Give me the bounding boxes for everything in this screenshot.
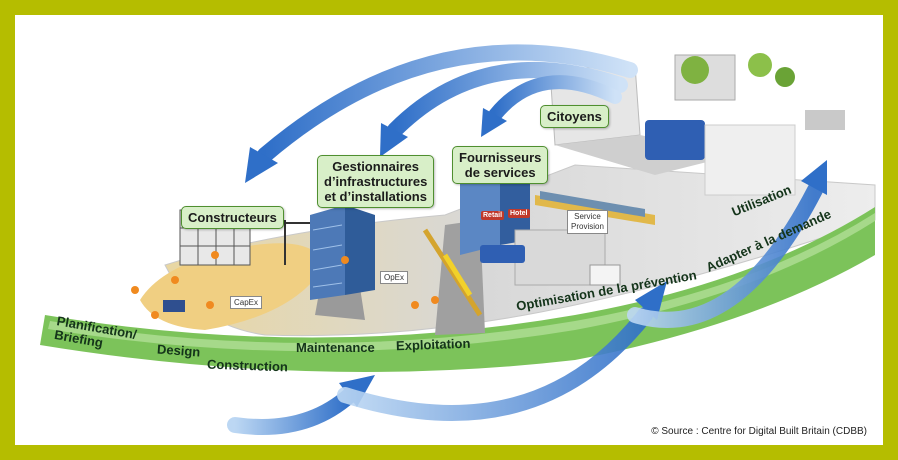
arrow-bottom-1 [227,387,358,435]
house-interior [704,124,796,196]
white-van [589,264,621,286]
label-constructeurs: Constructeurs [181,206,284,229]
arrow-head-bottom-2 [635,281,667,320]
office-tower [310,205,375,300]
train [540,191,645,217]
tag-capex: CapEx [230,296,263,309]
label-fournisseurs: Fournisseurs de services [452,146,549,184]
tree-1 [681,56,709,84]
double-decker-bus [645,120,705,160]
arrow-head-gestionnaires [380,123,408,157]
tree-2 [748,53,772,77]
phase-design: Design [156,341,201,360]
lifecycle-band [40,207,875,372]
phase-exploitation: Exploitation [395,335,471,354]
arrow-bottom-2 [337,307,653,421]
yellow-rail [442,253,473,297]
phase-maintenance: Maintenance [296,340,375,355]
arrow-head-fournisseurs [481,108,507,137]
sign-hotel: Hotel [508,209,530,218]
bench [805,110,845,130]
arrow-to-gestionnaires [387,62,628,138]
lifecycle-band-inner [48,213,875,352]
sign-retail: Retail [481,211,505,220]
workers [131,251,439,319]
tag-opex: OpEx [380,271,409,284]
infographic-panel: Constructeurs Gestionnaires d’infrastruc… [15,15,883,445]
source-credit: © Source : Centre for Digital Built Brit… [651,426,867,437]
solar-panel [163,300,185,312]
arrow-head-bottom-3 [801,160,827,195]
rail-track [422,228,483,317]
service-building [460,170,530,255]
label-citoyens: Citoyens [540,105,609,128]
lifecycle-illustration [40,44,876,435]
tree-3 [775,67,795,87]
arrow-to-constructeurs [257,44,638,163]
blue-bus [480,245,525,263]
arrow-head-constructeurs [245,147,278,183]
tag-service-provision: Service Provision [567,210,608,234]
phase-construction: Construction [206,356,289,375]
arrow-to-fournisseurs [488,75,622,122]
label-gestionnaires: Gestionnaires d’infrastructures et d’ins… [317,155,435,208]
arrow-bottom-3 [627,182,823,328]
